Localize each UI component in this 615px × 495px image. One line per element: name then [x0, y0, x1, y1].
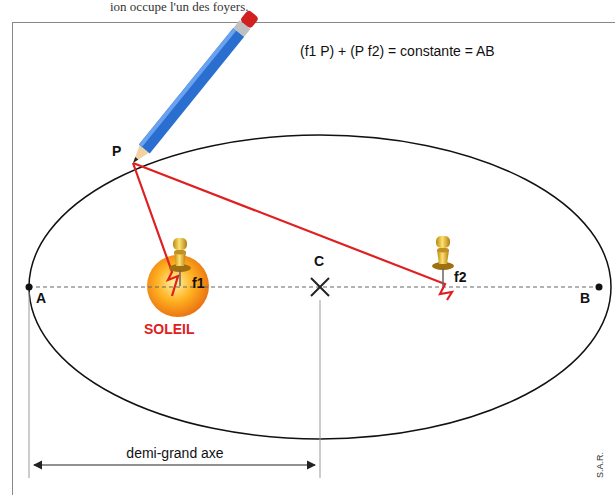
point-label: P	[112, 144, 121, 159]
dimension-label: demi-grand axe	[126, 446, 223, 461]
focus-label: f2	[454, 270, 466, 285]
focus-label: f1	[192, 276, 204, 291]
point-label: B	[580, 291, 590, 306]
point-label: A	[36, 291, 46, 306]
sun-label: SOLEIL	[144, 322, 195, 337]
point-label: C	[314, 254, 324, 269]
credit-label: S.A.R.	[596, 452, 606, 478]
cut-caption: ion occupe l'un des foyers.	[110, 0, 248, 14]
formula-label: (f1 P) + (P f2) = constante = AB	[300, 44, 495, 59]
